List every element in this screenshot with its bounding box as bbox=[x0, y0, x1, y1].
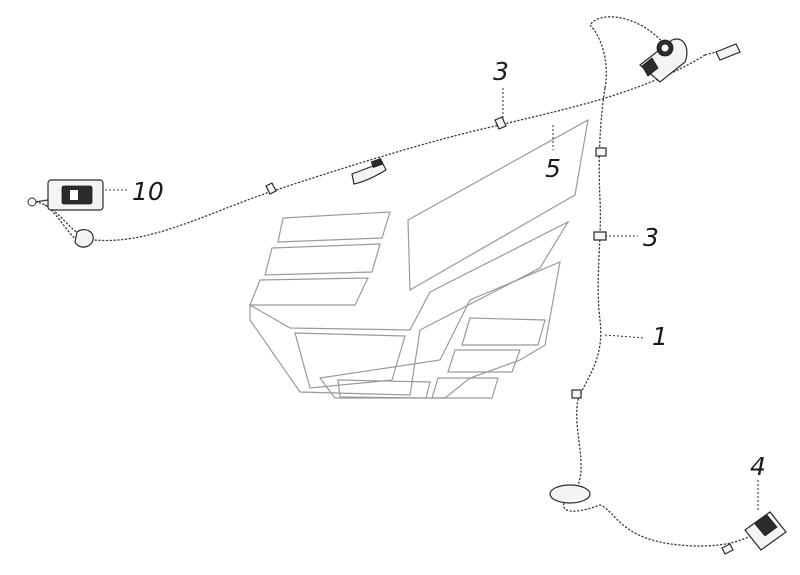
door-panel-emblem bbox=[249, 118, 589, 399]
grommet bbox=[351, 161, 387, 185]
callout-labels: 3 5 3 1 4 10 bbox=[132, 57, 766, 481]
clip-lower bbox=[571, 389, 582, 399]
switch-unit bbox=[27, 179, 104, 211]
clip-3-upper bbox=[494, 116, 507, 130]
lamp-connector bbox=[639, 38, 741, 83]
callout-5: 5 bbox=[545, 154, 561, 183]
leader-lines bbox=[105, 88, 759, 512]
callout-3-top: 3 bbox=[493, 57, 509, 86]
callout-1: 1 bbox=[652, 322, 668, 351]
harness-loop-bottom bbox=[549, 484, 591, 504]
callout-3-right: 3 bbox=[643, 223, 659, 252]
harness-clips bbox=[74, 116, 607, 504]
clip-3-lower bbox=[593, 231, 607, 241]
clip-mid bbox=[595, 147, 607, 157]
clip-1 bbox=[265, 182, 277, 195]
callout-4: 4 bbox=[750, 452, 766, 481]
callout-10: 10 bbox=[132, 177, 164, 206]
wiring-harness bbox=[34, 16, 761, 547]
grommet-band bbox=[370, 157, 384, 169]
harness-loop-left bbox=[74, 228, 94, 248]
plug-connector bbox=[721, 511, 787, 555]
